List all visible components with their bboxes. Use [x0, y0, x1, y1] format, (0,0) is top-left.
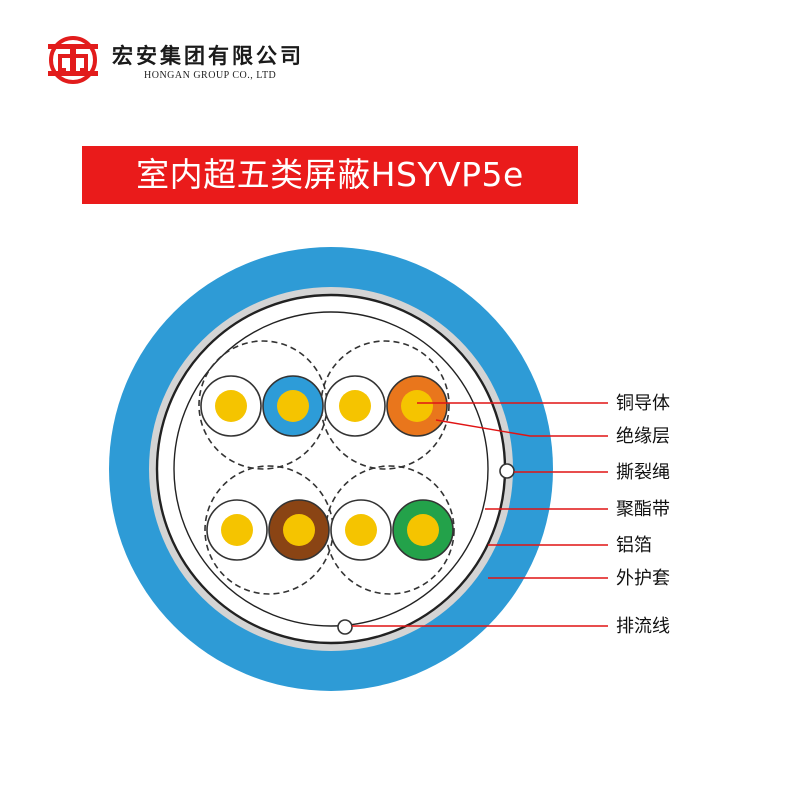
conductor-white-3: [206, 499, 268, 561]
company-logo: 宏安集团有限公司 HONGAN GROUP CO., LTD: [46, 34, 346, 94]
label-polyester-tape: 聚酯带: [616, 499, 670, 520]
conductor-blue: [262, 375, 324, 437]
label-ripcord: 撕裂绳: [616, 462, 670, 483]
label-insulation: 绝缘层: [616, 426, 670, 447]
conductor-white-4: [330, 499, 392, 561]
product-title: 室内超五类屏蔽HSYVP5e: [82, 146, 578, 204]
conductor-brown: [268, 499, 330, 561]
drain-wire: [337, 619, 353, 635]
company-logo-icon: [48, 36, 98, 84]
conductor-orange: [386, 375, 448, 437]
label-copper-conductor: 铜导体: [616, 393, 670, 414]
conductor-white-2: [324, 375, 386, 437]
conductor-green: [392, 499, 454, 561]
label-drain-wire: 排流线: [616, 616, 670, 637]
inner-core-boundary: [173, 311, 489, 627]
label-outer-jacket: 外护套: [616, 568, 670, 589]
label-aluminum-foil: 铝箔: [616, 535, 652, 556]
leader-line-insulation: [435, 419, 608, 437]
conductor-white-1: [200, 375, 262, 437]
company-name: 宏安集团有限公司: [112, 43, 304, 68]
company-name-en: HONGAN GROUP CO., LTD: [144, 70, 277, 81]
ripcord: [499, 463, 515, 479]
